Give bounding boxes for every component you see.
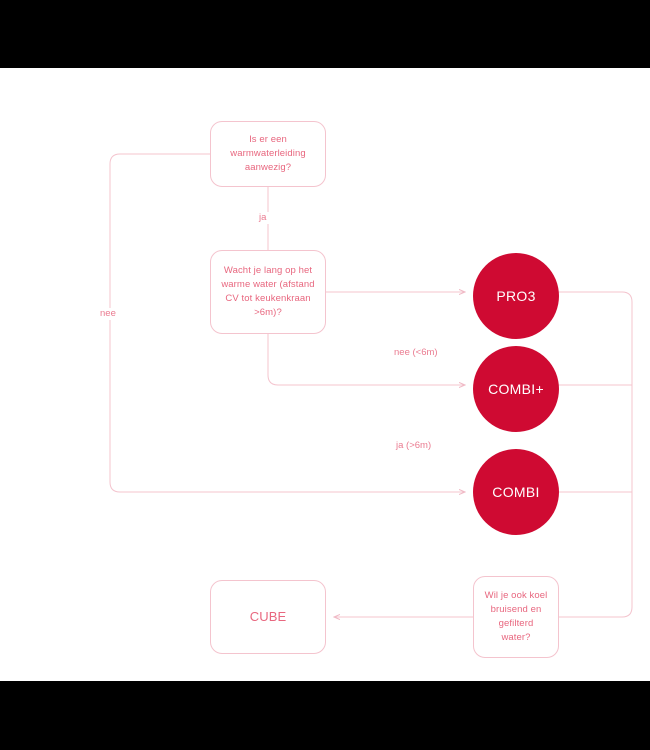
edge-pro3-q3 [559, 291, 633, 618]
node-result-combi[interactable]: COMBI [473, 449, 559, 535]
edge-q1-combi [109, 153, 465, 492]
node-label: COMBI [492, 484, 540, 500]
node-label: Wacht je lang op het warme water (afstan… [221, 265, 315, 318]
connector-layer [109, 153, 633, 681]
letterbox-bottom [0, 681, 650, 750]
node-result-cube[interactable]: CUBE [210, 580, 326, 654]
edge-label-ja: ja [255, 212, 271, 224]
node-question-bruisend-water[interactable]: Wil je ook koel bruisend en gefilterd wa… [473, 576, 559, 658]
letterbox-top [0, 0, 650, 68]
node-label: PRO3 [496, 288, 536, 304]
node-label: Is er een warmwaterleiding aanwezig? [230, 134, 306, 173]
node-label: Wil je ook koel bruisend en gefilterd wa… [484, 590, 548, 643]
node-label: COMBI+ [488, 381, 544, 397]
edge-label-nee: nee [96, 308, 120, 320]
node-label: CUBE [249, 608, 287, 624]
edge-label-ja-gt6m: ja (>6m) [392, 440, 436, 452]
node-result-combiplus[interactable]: COMBI+ [473, 346, 559, 432]
flowchart-canvas: Is er een warmwaterleiding aanwezig? Wac… [0, 68, 650, 681]
node-question-wachttijd[interactable]: Wacht je lang op het warme water (afstan… [210, 250, 326, 334]
edge-q2-combiplus [267, 334, 465, 385]
edge-label-nee-lt6m: nee (<6m) [390, 347, 442, 359]
node-result-pro3[interactable]: PRO3 [473, 253, 559, 339]
node-question-warmwaterleiding[interactable]: Is er een warmwaterleiding aanwezig? [210, 121, 326, 187]
